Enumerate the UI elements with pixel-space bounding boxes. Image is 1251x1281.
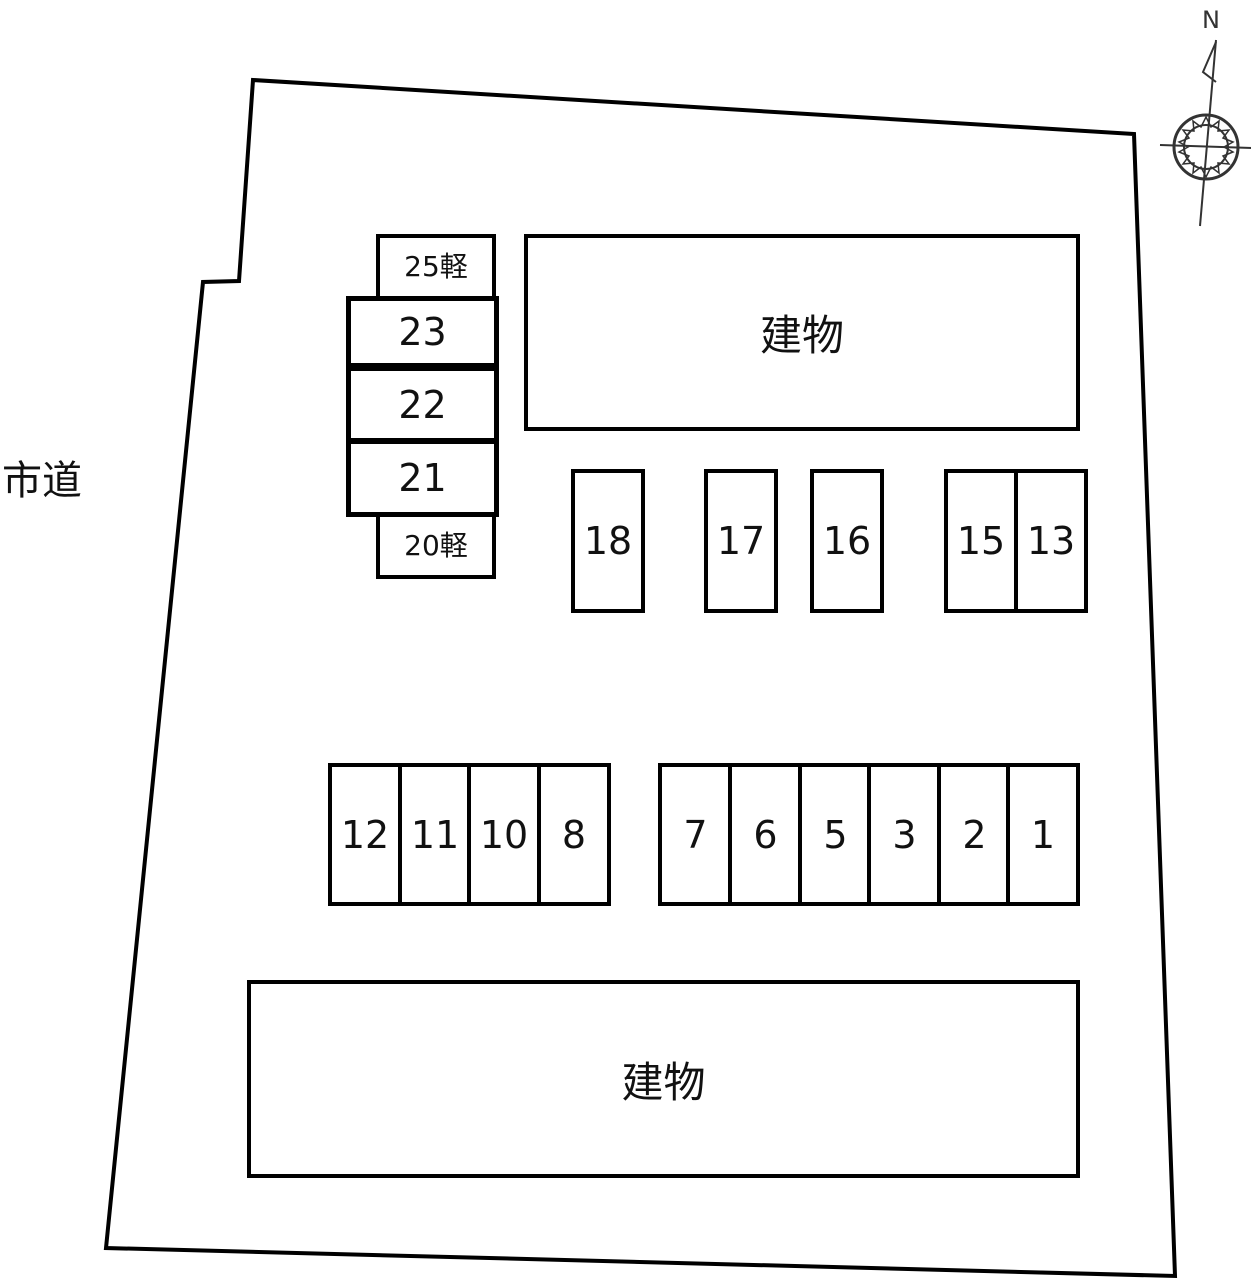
space-label: 2 (962, 812, 987, 857)
space-label: 7 (683, 812, 708, 857)
space-label: 16 (822, 519, 872, 563)
parking-space-16[interactable]: 16 (810, 469, 884, 613)
space-label: 8 (561, 812, 587, 857)
parking-space-8[interactable]: 8 (537, 763, 611, 906)
space-label: 11 (410, 812, 460, 857)
parking-space-23[interactable]: 23 (346, 296, 499, 368)
space-label: 17 (716, 519, 766, 563)
space-label: 18 (583, 519, 633, 563)
space-label: 22 (398, 382, 447, 427)
parking-space-15[interactable]: 15 (944, 469, 1018, 613)
parking-space-18[interactable]: 18 (571, 469, 645, 613)
svg-text:N: N (1202, 6, 1220, 34)
parking-space-12[interactable]: 12 (328, 763, 402, 906)
space-label: 23 (398, 310, 447, 354)
space-label: 6 (753, 812, 778, 857)
parking-space-22[interactable]: 22 (346, 366, 499, 443)
parking-space-1[interactable]: 1 (1006, 763, 1080, 906)
space-label: 5 (823, 812, 848, 857)
space-label: 15 (956, 519, 1006, 563)
space-label: 1 (1030, 812, 1056, 857)
parking-space-20-kei[interactable]: 20軽 (376, 513, 496, 579)
space-label: 25軽 (404, 250, 468, 283)
parking-space-6[interactable]: 6 (728, 763, 803, 906)
compass-icon: N (1159, 6, 1251, 227)
road-label: 市道 (2, 458, 82, 504)
building-south-label: 建物 (621, 1057, 706, 1107)
space-label: 3 (892, 812, 917, 857)
space-label: 20軽 (404, 529, 468, 562)
space-label: 21 (398, 456, 447, 500)
building-south: 建物 (247, 980, 1080, 1178)
space-label: 13 (1026, 519, 1076, 563)
parking-space-17[interactable]: 17 (704, 469, 778, 613)
building-north-label: 建物 (759, 311, 844, 360)
north-compass: N (1156, 0, 1251, 230)
parking-space-7[interactable]: 7 (658, 763, 733, 906)
parking-space-11[interactable]: 11 (398, 763, 472, 906)
parking-space-13[interactable]: 13 (1014, 469, 1088, 613)
building-north: 建物 (524, 234, 1080, 431)
parking-space-21[interactable]: 21 (346, 439, 499, 517)
parking-space-25-kei[interactable]: 25軽 (376, 234, 496, 300)
parking-space-5[interactable]: 5 (798, 763, 873, 906)
parking-space-3[interactable]: 3 (867, 763, 942, 906)
parking-space-10[interactable]: 10 (467, 763, 541, 906)
parking-space-2[interactable]: 2 (937, 763, 1012, 906)
space-label: 10 (479, 812, 529, 857)
space-label: 12 (340, 812, 390, 857)
